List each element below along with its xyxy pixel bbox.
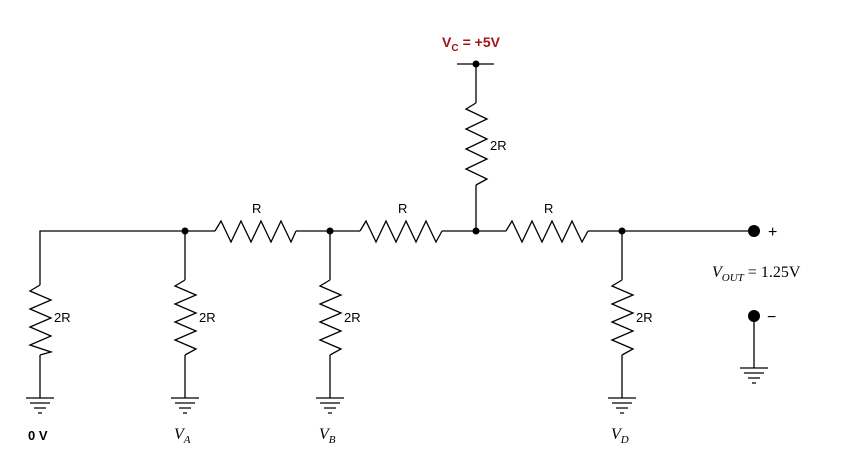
output-terminal-minus (748, 310, 760, 322)
ground-icon (316, 397, 344, 414)
output-minus-sign: − (767, 309, 776, 326)
label-r1: R (252, 201, 261, 216)
resistor-r2 (359, 219, 443, 244)
label-r3: R (544, 201, 553, 216)
junctions (181, 60, 760, 322)
ground-icon (740, 367, 768, 384)
label-input-vd: VD (611, 426, 629, 446)
output-voltage-label: VOUT = 1.25V (712, 264, 801, 284)
resistor-r1 (214, 219, 297, 244)
junction-node-c (472, 227, 480, 235)
resistor-shunt-a (173, 279, 198, 356)
junction-node-a (181, 227, 189, 235)
label-r2: R (398, 201, 407, 216)
ground-icon (608, 397, 636, 414)
label-shunt-0: 2R (54, 310, 71, 325)
label-shunt-b: 2R (344, 310, 361, 325)
label-shunt-a: 2R (199, 310, 216, 325)
wires (39, 63, 755, 398)
resistor-r3 (505, 219, 589, 244)
label-top-2r: 2R (490, 138, 507, 153)
resistor-top-2r (464, 102, 489, 186)
label-input-va: VA (174, 426, 191, 446)
output-plus-sign: + (768, 224, 777, 241)
supply-value: = +5V (463, 34, 501, 50)
ground-icon (171, 397, 199, 414)
junction-node-d (618, 227, 626, 235)
wire-left-corner (39, 230, 185, 285)
resistor-shunt-0 (28, 284, 54, 356)
label-input-0v: 0 V (28, 428, 48, 443)
supply-subscript: C (451, 43, 458, 54)
junction-supply (472, 60, 480, 68)
resistor-shunt-d (610, 279, 635, 356)
output-terminal-plus (748, 225, 760, 237)
resistor-shunt-b (318, 279, 343, 356)
junction-node-b (326, 227, 334, 235)
labels: VC = +5V R R R 2R 2R 2R 2R 2R 0 V VA VB V… (28, 34, 801, 446)
grounds (26, 367, 768, 414)
supply-prefix: V (442, 34, 452, 50)
resistors (28, 102, 635, 356)
ground-icon (26, 397, 54, 414)
label-shunt-d: 2R (636, 310, 653, 325)
label-input-vb: VB (319, 426, 336, 446)
supply-label: VC = +5V (442, 34, 501, 54)
